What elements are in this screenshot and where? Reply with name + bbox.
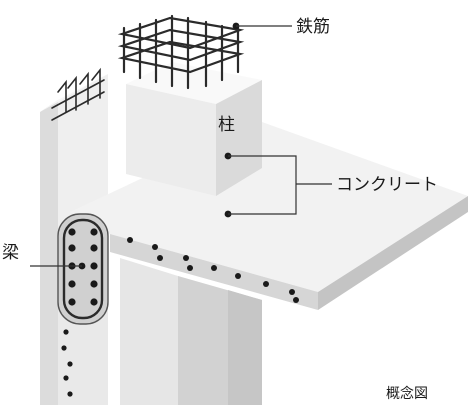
slab-rebar-dot (263, 281, 269, 287)
slab-top-face (70, 122, 468, 292)
column-right-face (216, 80, 262, 196)
rebar-label: 鉄筋 (296, 17, 330, 37)
beam-rebar-dot (90, 298, 98, 306)
beam-stirrup (62, 218, 104, 320)
beam-rebar-dot (90, 228, 98, 236)
slab-front-edge (110, 234, 318, 310)
wall-rebar (91, 67, 101, 99)
beam-rebar-dot (90, 280, 98, 288)
slab-rebar-dot (211, 265, 217, 271)
concrete-leader-lower (228, 184, 297, 215)
wall-rebar-tie (51, 91, 105, 121)
slab-rebar-dot (289, 289, 295, 295)
beam-rebar-dot (68, 244, 76, 252)
slab-rebar-dot (127, 237, 133, 243)
column-rebar-cage (117, 14, 245, 90)
slab-rebar-dot (152, 244, 158, 250)
beam-rebar-dot (68, 298, 76, 306)
lower-column-left-face (120, 258, 178, 405)
wall-rebars (51, 67, 105, 121)
wall-rebar (67, 75, 77, 111)
column-hoop (117, 28, 245, 62)
wall-rebar-dot (61, 345, 67, 351)
concrete-label: コンクリート (336, 175, 438, 195)
slab-rebar-dot (235, 273, 241, 279)
lower-column (120, 258, 262, 405)
slab (70, 122, 468, 310)
beam-rebar-dot (68, 228, 76, 236)
beam-rebar-dot (90, 262, 98, 270)
wall-rebar-dots (61, 329, 73, 397)
wall-rebar-tie (51, 79, 105, 109)
beam-rebar-dot (68, 280, 76, 288)
slab-rebar-dot (187, 265, 193, 271)
slab-rebar-dots (127, 237, 299, 303)
leaders (30, 22, 332, 270)
wall-rebar (57, 79, 67, 113)
caption-label: 概念図 (386, 385, 428, 402)
wall-rebar-dot (67, 391, 73, 397)
wall-rebar (79, 71, 89, 105)
beam-rebar-dot (90, 244, 98, 252)
concrete-leader-upper (228, 155, 297, 184)
slab-rebar-dot (183, 255, 189, 261)
lower-column-far-face (228, 290, 262, 405)
slab-right-edge (318, 196, 468, 310)
slab-rebar-dot (293, 297, 299, 303)
column-top-face (126, 62, 262, 104)
column (126, 62, 262, 196)
column-hoop (117, 40, 245, 74)
beam-label: 梁 (2, 243, 19, 263)
slab-rebar-dot (157, 255, 163, 261)
column-left-face (126, 84, 216, 196)
wall-front-face (40, 100, 58, 405)
column-label: 柱 (218, 115, 235, 135)
wall-rebar-dot (63, 375, 69, 381)
wall-rebar-dot (67, 361, 73, 367)
wall-rebar-dot (63, 329, 69, 335)
